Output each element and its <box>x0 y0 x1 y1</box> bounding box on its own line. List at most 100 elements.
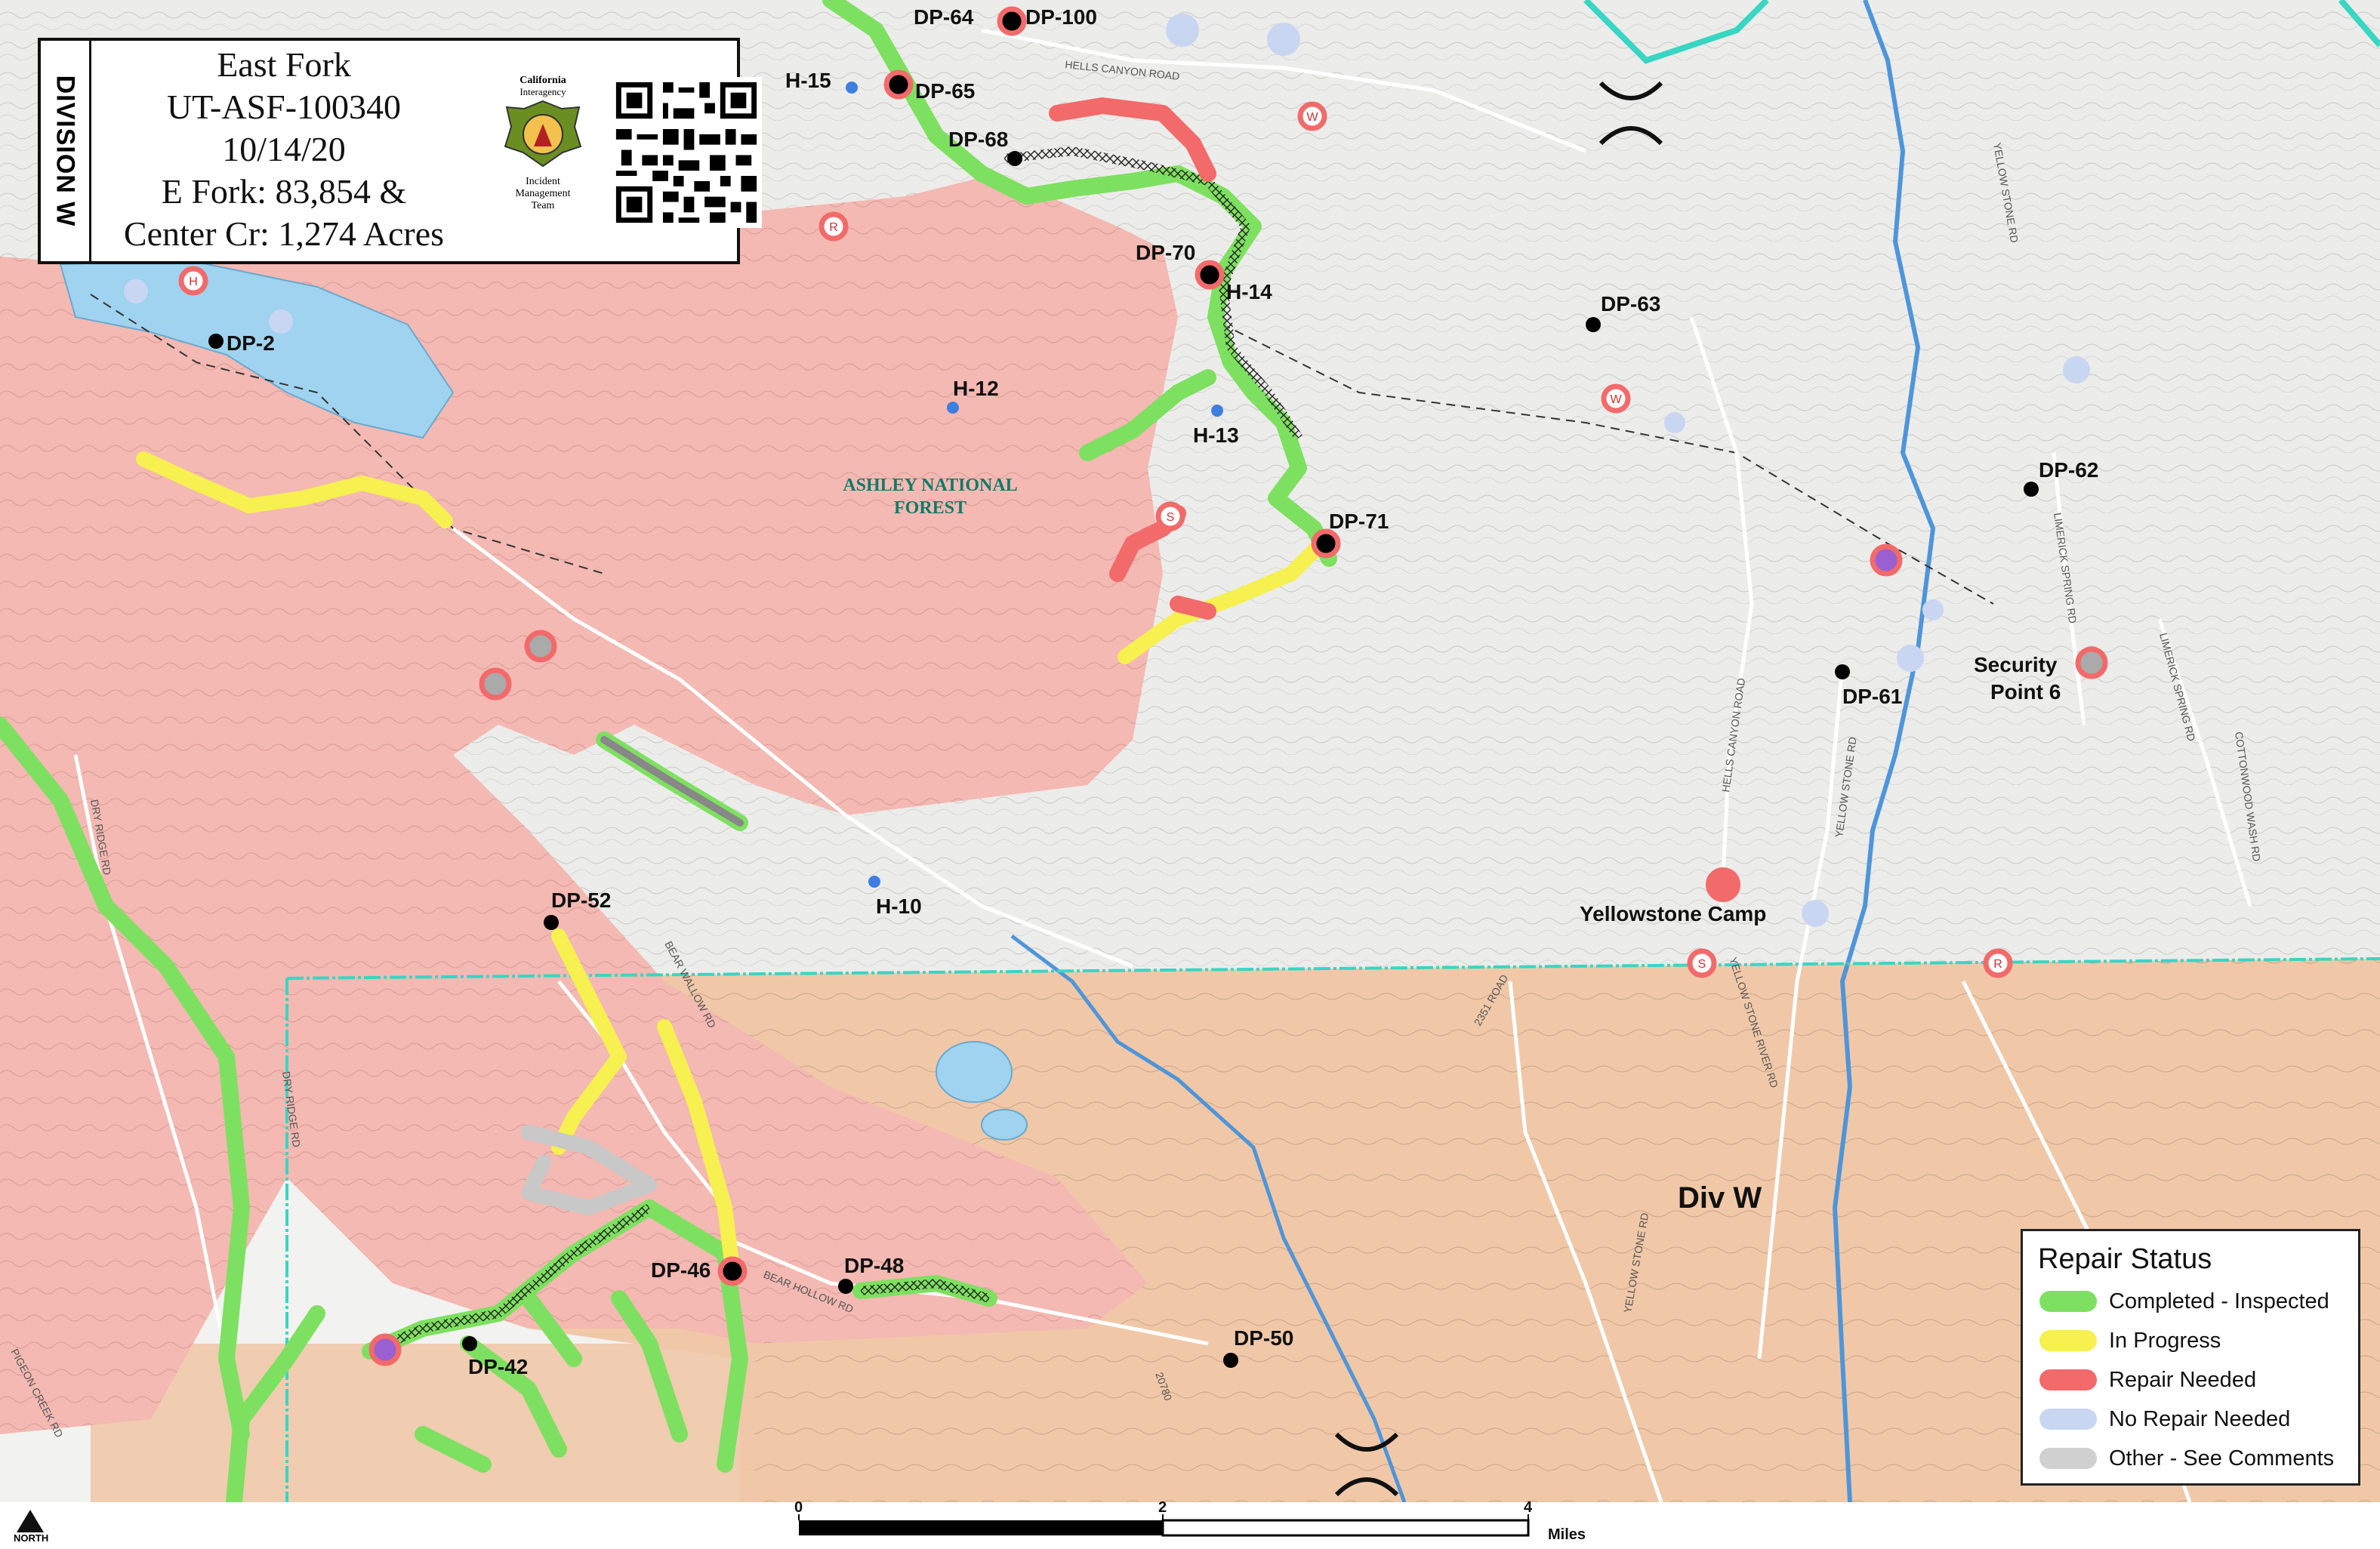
forest-label: ASHLEY NATIONAL <box>843 476 1017 495</box>
repair-point-markers[interactable]: W R W S S R H <box>178 6 2108 1366</box>
scale-bar <box>798 1514 1530 1537</box>
helispot-marker[interactable] <box>1211 405 1223 417</box>
title-block: DIVISION W East Fork UT-ASF-100340 10/14… <box>38 38 762 264</box>
svg-text:W: W <box>1306 111 1318 124</box>
map-date: 10/14/20 <box>222 130 346 168</box>
legend-label-repair-needed: Repair Needed <box>2109 1367 2257 1392</box>
reservoir <box>59 259 455 439</box>
label-dp-70: DP-70 <box>1136 241 1195 264</box>
fire-perimeter-contours-south <box>0 740 1148 1434</box>
drop-point-marker[interactable] <box>1835 664 1850 679</box>
legend-swatch-completed <box>2039 1291 2097 1312</box>
drop-point-marker[interactable] <box>208 334 224 349</box>
svg-text:S: S <box>1698 958 1706 971</box>
forest-label-2: FOREST <box>894 498 966 518</box>
label-dp-52: DP-52 <box>551 888 611 912</box>
yellowstone-river <box>1832 0 1936 1503</box>
drop-point-marker[interactable] <box>1007 151 1022 166</box>
pond <box>936 1041 1013 1103</box>
legend-item-repair-needed: Repair Needed <box>2039 1360 2358 1400</box>
bottom-left-tan <box>91 1344 755 1502</box>
label-h-13: H-13 <box>1193 423 1239 447</box>
drop-point-marker[interactable] <box>2024 482 2039 497</box>
label-dp-71: DP-71 <box>1329 510 1389 533</box>
pond-small <box>981 1109 1028 1141</box>
acreage-line-1: E Fork: 83,854 & <box>161 172 407 211</box>
repair-lines-completed-hatch <box>368 146 1303 1356</box>
svg-text:California: California <box>519 75 566 86</box>
north-arrow-icon <box>17 1510 44 1532</box>
label-h-10: H-10 <box>876 895 922 918</box>
admin-boundary-dashed <box>90 294 1994 605</box>
title-lines: East Fork UT-ASF-100340 10/14/20 E Fork:… <box>95 44 473 255</box>
no-repair-markers[interactable] <box>124 14 2090 927</box>
legend-swatch-other <box>2039 1448 2097 1469</box>
drop-point-marker[interactable] <box>462 1336 477 1351</box>
svg-text:Interagency: Interagency <box>519 86 566 97</box>
label-dp-50: DP-50 <box>1234 1326 1293 1350</box>
legend-item-other: Other - See Comments <box>2039 1439 2358 1478</box>
north-arrow: NORTH <box>14 1508 48 1546</box>
label-dp-42: DP-42 <box>468 1355 528 1378</box>
label-dp-63: DP-63 <box>1601 292 1660 316</box>
label-div-w: Div W <box>1678 1181 1762 1215</box>
svg-text:Management: Management <box>515 188 570 199</box>
legend: Repair Status Completed - Inspected In P… <box>2021 1229 2360 1486</box>
drop-point-marker[interactable] <box>838 1279 853 1294</box>
label-dp-48: DP-48 <box>844 1254 904 1277</box>
legend-label-in-progress: In Progress <box>2109 1328 2221 1353</box>
svg-text:R: R <box>829 221 838 234</box>
scale-tick-4: 4 <box>1524 1499 1533 1516</box>
label-dp-61: DP-61 <box>1842 685 1902 708</box>
label-dp-46: DP-46 <box>651 1258 711 1282</box>
legend-label-no-repair: No Repair Needed <box>2109 1406 2291 1431</box>
repair-lines-in-progress[interactable] <box>136 451 1321 1276</box>
fire-name: East Fork <box>217 45 351 84</box>
svg-text:Team: Team <box>532 200 555 211</box>
qr-code-icon[interactable] <box>611 77 762 228</box>
legend-swatch-repair-needed <box>2039 1369 2097 1390</box>
perimeter-boundary-top <box>1583 0 1769 64</box>
imt-logo-icon: California Interagency Incident Manageme… <box>504 75 582 211</box>
legend-swatch-no-repair <box>2039 1409 2097 1430</box>
label-security-point: Security <box>1974 653 2058 676</box>
label-h-14: H-14 <box>1226 280 1272 303</box>
legend-label-completed: Completed - Inspected <box>2109 1289 2329 1313</box>
label-dp-62: DP-62 <box>2039 458 2098 482</box>
division-boundary <box>286 957 2380 980</box>
legend-item-completed: Completed - Inspected <box>2039 1282 2358 1321</box>
label-dp-65: DP-65 <box>915 79 975 103</box>
scale-bar-strip: 0 2 4 Miles <box>0 1499 2380 1549</box>
label-dp-68: DP-68 <box>948 128 1008 151</box>
division-tab-label: DIVISION W <box>51 75 80 227</box>
legend-item-in-progress: In Progress <box>2039 1321 2358 1360</box>
incident-number: UT-ASF-100340 <box>166 88 402 126</box>
legend-item-no-repair: No Repair Needed <box>2039 1400 2358 1439</box>
creek <box>1010 935 1407 1503</box>
scale-unit: Miles <box>1548 1526 1586 1543</box>
svg-text:R: R <box>1993 958 2002 971</box>
svg-text:Incident: Incident <box>526 176 560 187</box>
helispot-marker[interactable] <box>868 876 880 888</box>
drop-point-marker[interactable] <box>1586 317 1601 332</box>
scale-tick-0: 0 <box>794 1499 803 1516</box>
drop-point-marker[interactable] <box>544 915 559 930</box>
helispot-marker[interactable] <box>947 402 959 414</box>
scale-tick-2: 2 <box>1158 1499 1167 1516</box>
label-yellowstone-camp: Yellowstone Camp <box>1580 902 1766 925</box>
acreage-line-2: Center Cr: 1,274 Acres <box>123 214 445 253</box>
legend-title: Repair Status <box>2038 1243 2212 1275</box>
label-dp-64: DP-64 <box>914 5 974 29</box>
repair-lines-other[interactable] <box>521 736 744 1215</box>
label-security-point-6: Point 6 <box>1990 680 2061 704</box>
saddle-symbols <box>1334 81 1663 1497</box>
helispot-marker[interactable] <box>846 82 858 94</box>
svg-text:H: H <box>189 276 198 288</box>
perimeter-boundary-right <box>2338 0 2380 48</box>
roads <box>73 28 2252 1503</box>
legend-label-other: Other - See Comments <box>2109 1446 2335 1470</box>
label-dp-100: DP-100 <box>1025 5 1097 29</box>
drop-point-marker[interactable] <box>1223 1353 1238 1368</box>
division-tab: DIVISION W <box>41 41 91 261</box>
